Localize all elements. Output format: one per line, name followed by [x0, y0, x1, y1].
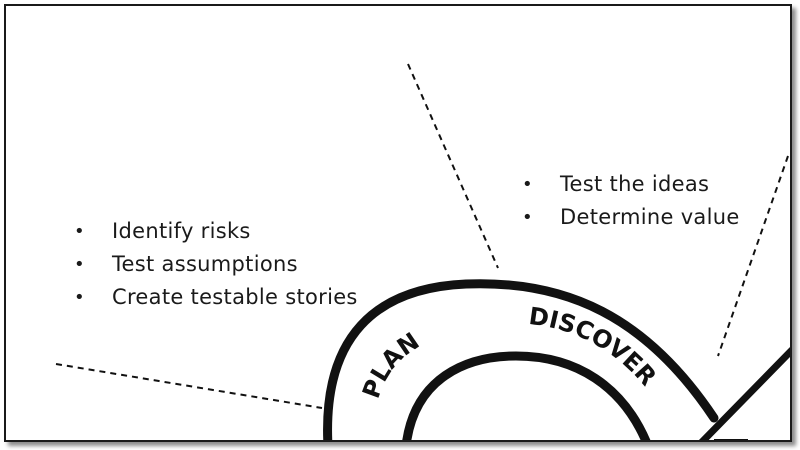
divider-left — [55, 363, 323, 409]
loop-inner-edge — [402, 351, 651, 440]
divider-middle — [407, 63, 499, 269]
loop-crossing-strand — [698, 347, 790, 440]
loop-diagram: PLAN DISCOVER — [55, 63, 790, 440]
discover-note-item: Test the ideas — [518, 168, 740, 201]
plan-notes-list: Identify risks Test assumptions Create t… — [70, 215, 358, 314]
plan-note-item: Test assumptions — [70, 248, 358, 281]
divider-right — [717, 155, 789, 357]
loop-outer-edge — [323, 279, 719, 440]
plan-note-item: Create testable stories — [70, 281, 358, 314]
diagram-frame: PLAN DISCOVER Identify risks Test assump… — [4, 4, 792, 442]
discover-note-item: Determine value — [518, 201, 740, 234]
plan-label: PLAN — [357, 327, 424, 402]
discover-notes-list: Test the ideas Determine value — [518, 168, 740, 234]
plan-note-item: Identify risks — [70, 215, 358, 248]
